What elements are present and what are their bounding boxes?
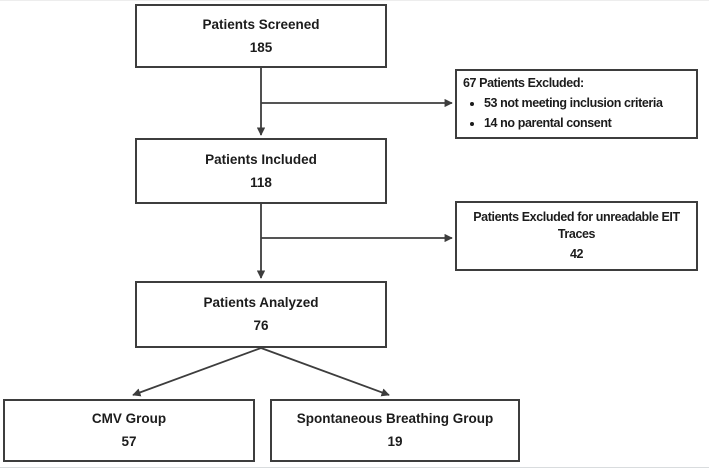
connector-analyzed-to-cmv: [132, 347, 262, 397]
exclusion-bullet: 53 not meeting inclusion criteria: [484, 93, 693, 113]
box-label: Patients Analyzed: [203, 295, 319, 311]
box-value: 185: [249, 39, 273, 55]
box-value: 57: [121, 434, 137, 449]
box-value: 42: [569, 246, 584, 261]
box-patients-excluded-eit: Patients Excluded for unreadable EIT Tra…: [455, 201, 698, 271]
box-label: Spontaneous Breathing Group: [296, 411, 494, 427]
box-patients-screened: Patients Screened 185: [135, 4, 387, 68]
exclusion-bullet: 14 no parental consent: [484, 113, 693, 133]
box-spontaneous-breathing-group: Spontaneous Breathing Group 19: [270, 399, 520, 462]
connector-analyzed-to-spontaneous: [260, 347, 390, 397]
box-label: CMV Group: [91, 411, 167, 427]
box-value: 76: [253, 318, 269, 333]
box-cmv-group: CMV Group 57: [3, 399, 255, 462]
exclusion-bullet-list: 53 not meeting inclusion criteria 14 no …: [463, 93, 693, 133]
box-title: 67 Patients Excluded:: [463, 76, 584, 90]
box-patients-included: Patients Included 118: [135, 138, 387, 204]
box-patients-analyzed: Patients Analyzed 76: [135, 281, 387, 348]
box-patients-excluded-initial: 67 Patients Excluded: 53 not meeting inc…: [455, 69, 698, 139]
box-value: 19: [387, 434, 403, 449]
box-label: Patients Screened: [202, 16, 320, 32]
box-label: Patients Excluded for unreadable EIT Tra…: [473, 210, 680, 242]
box-label: Patients Included: [205, 151, 317, 167]
box-value: 118: [250, 174, 272, 190]
